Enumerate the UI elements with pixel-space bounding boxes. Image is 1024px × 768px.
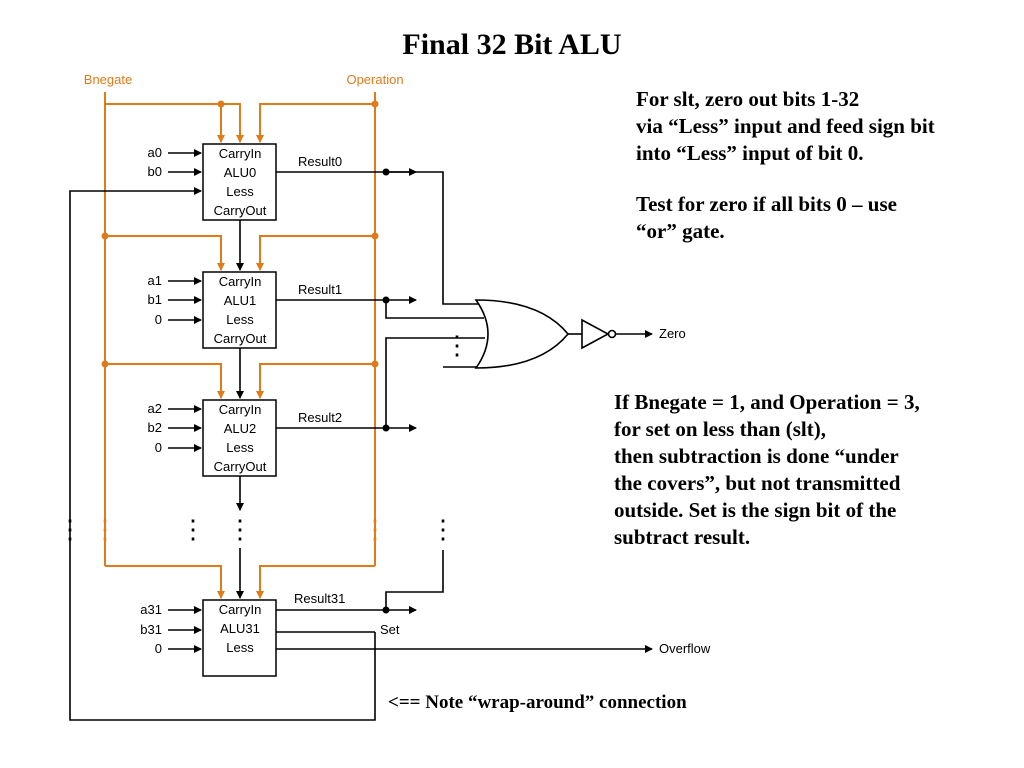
subtraction-line-4: the covers”, but not transmitted [614, 471, 901, 495]
input-b2: b2 [148, 420, 162, 435]
wire-junctions [382, 168, 390, 614]
alu31-port-less: Less [226, 640, 254, 655]
ellipsis-inputs: ⋮ [180, 515, 206, 544]
result31-label: Result31 [294, 591, 345, 606]
bnegate-label: Bnegate [84, 72, 132, 87]
alu1-port-carryout: CarryOut [214, 331, 267, 346]
ellipsis-carry: ⋮ [227, 515, 253, 544]
input-a1: a1 [148, 273, 162, 288]
input-less31: 0 [155, 641, 162, 656]
input-b31: b31 [140, 622, 162, 637]
zero-label: Zero [659, 326, 686, 341]
input-a2: a2 [148, 401, 162, 416]
or-gate [474, 299, 570, 369]
subtraction-line-2: for set on less than (slt), [614, 417, 826, 441]
result0-label: Result0 [298, 154, 342, 169]
wires [69, 149, 653, 721]
input-less2: 0 [155, 440, 162, 455]
slt-note: For slt, zero out bits 1-32 via “Less” i… [636, 86, 935, 245]
overflow-label: Overflow [659, 641, 711, 656]
alu1-port-name: ALU1 [224, 293, 257, 308]
subtraction-line-1: If Bnegate = 1, and Operation = 3, [614, 390, 920, 414]
wraparound-note: <== Note “wrap-around” connection [388, 692, 687, 713]
ellipsis-wraparound: ⋮ [57, 515, 83, 544]
alu-block-31: CarryIn ALU31 Less [202, 599, 277, 677]
zero-test-line-2: “or” gate. [636, 219, 725, 243]
alu1-port-carryin: CarryIn [219, 274, 262, 289]
alu1-port-less: Less [226, 312, 254, 327]
input-b1: b1 [148, 292, 162, 307]
input-b0: b0 [148, 164, 162, 179]
alu2-port-carryout: CarryOut [214, 459, 267, 474]
alu0-port-carryin: CarryIn [219, 146, 262, 161]
result1-label: Result1 [298, 282, 342, 297]
alu31-port-carryin: CarryIn [219, 602, 262, 617]
control-lines [104, 92, 376, 599]
alu31-port-name: ALU31 [220, 621, 260, 636]
subtraction-line-3: then subtraction is done “under [614, 444, 899, 468]
control-junctions [101, 100, 379, 368]
subtraction-line-6: subtract result. [614, 525, 751, 549]
slt-note-line-2: via “Less” input and feed sign bit [636, 114, 935, 138]
alu-block-0: CarryIn ALU0 Less CarryOut [202, 143, 277, 221]
slt-note-line-3: into “Less” input of bit 0. [636, 141, 864, 165]
result2-label: Result2 [298, 410, 342, 425]
input-less1: 0 [155, 312, 162, 327]
ellipsis-results: ⋮ [430, 515, 456, 544]
alu2-port-name: ALU2 [224, 421, 257, 436]
alu2-port-less: Less [226, 440, 254, 455]
alu-block-2: CarryIn ALU2 Less CarryOut [202, 399, 277, 477]
input-a31: a31 [140, 602, 162, 617]
set-label: Set [380, 622, 400, 637]
ellipsis-or-inputs: ⋮ [444, 331, 470, 360]
ellipsis-operation: ⋮ [362, 515, 388, 544]
input-a0: a0 [148, 145, 162, 160]
alu0-port-less: Less [226, 184, 254, 199]
wraparound-wire [69, 187, 376, 721]
ellipsis-bnegate: ⋮ [92, 515, 118, 544]
alu0-port-name: ALU0 [224, 165, 257, 180]
alu0-port-carryout: CarryOut [214, 203, 267, 218]
slt-note-line-1: For slt, zero out bits 1-32 [636, 87, 860, 111]
subtraction-note: If Bnegate = 1, and Operation = 3, for s… [614, 389, 920, 551]
page-title: Final 32 Bit ALU [402, 28, 622, 61]
inverter [581, 318, 610, 350]
alu2-port-carryin: CarryIn [219, 402, 262, 417]
alu-block-1: CarryIn ALU1 Less CarryOut [202, 271, 277, 349]
zero-test-line-1: Test for zero if all bits 0 – use [636, 192, 897, 216]
operation-label: Operation [346, 72, 403, 87]
subtraction-line-5: outside. Set is the sign bit of the [614, 498, 897, 522]
